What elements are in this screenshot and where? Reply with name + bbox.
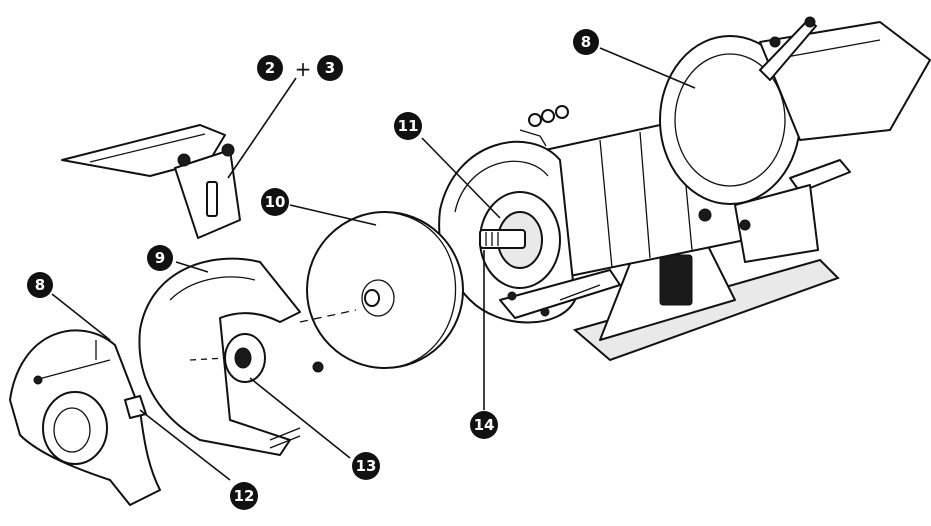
callout-11-label: 11 [398,117,419,135]
grinding-wheel [299,211,464,369]
callout-14: 14 [470,411,498,439]
left-guard-cover [9,329,161,506]
callout-10: 10 [261,188,289,216]
outer-wheel-guard [138,257,324,456]
callout-8-top: 8 [573,29,599,55]
leader-8-left [51,293,111,341]
leader-11 [421,137,501,219]
callout-13-label: 13 [356,457,377,475]
callout-12: 12 [230,482,258,510]
callout-10-label: 10 [265,193,286,211]
callout-2: 2 [257,55,283,81]
callout-9-label: 9 [155,249,165,267]
callout-8-left-label: 8 [35,276,45,294]
leader-12 [139,409,231,481]
callout-14-label: 14 [474,416,495,434]
leader-2-3 [227,77,297,179]
left-eye-shield [61,124,241,239]
leader-13 [249,377,351,459]
inner-guard-plate [438,140,621,324]
motor-housing [519,16,931,362]
callout-9: 9 [147,245,173,271]
callout-2-label: 2 [265,59,275,77]
callout-8-top-label: 8 [581,33,591,51]
leader-10 [289,204,377,226]
callout-11: 11 [394,112,422,140]
leader-9 [175,261,209,273]
callout-plus-sign: + [295,57,312,81]
callout-3: 3 [317,55,343,81]
callout-3-label: 3 [325,59,335,77]
leader-lines [51,47,696,481]
leader-8-top [599,47,696,89]
callout-8-left: 8 [27,272,53,298]
callout-13: 13 [352,452,380,480]
callout-12-label: 12 [234,487,255,505]
